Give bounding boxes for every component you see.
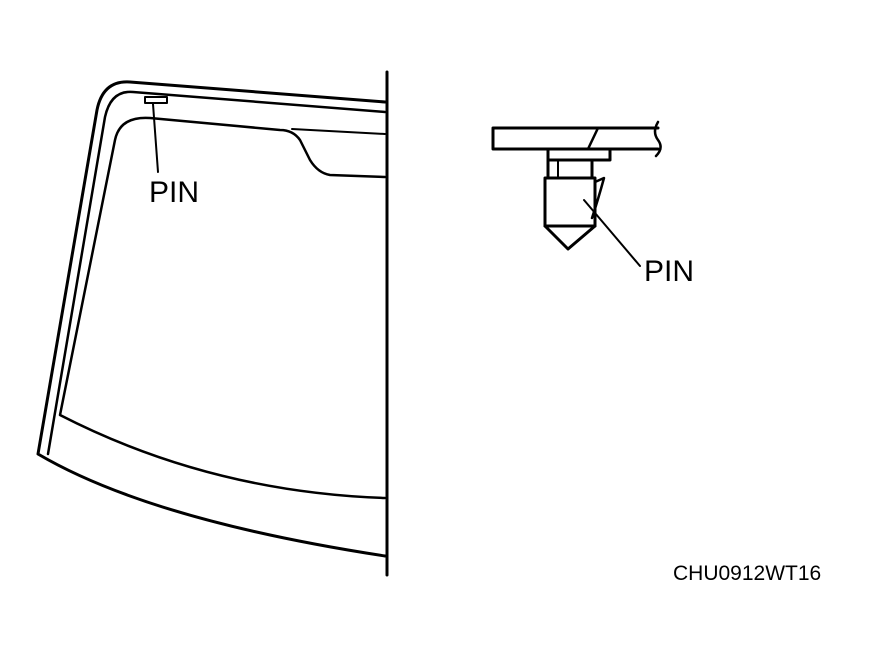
figure-code: CHU0912WT16 bbox=[673, 562, 821, 585]
windshield-band-line bbox=[291, 128, 386, 135]
clip-panel-hatch bbox=[586, 126, 600, 151]
clip-panel-break bbox=[653, 120, 662, 158]
clip-head bbox=[546, 158, 594, 180]
clip-detail: PIN bbox=[491, 120, 694, 288]
clip-collar bbox=[546, 147, 612, 162]
windshield-outer-edge bbox=[36, 80, 387, 558]
clip-body bbox=[543, 176, 597, 228]
clip-panel bbox=[491, 126, 660, 151]
pin-label-left: PIN bbox=[149, 176, 199, 209]
clip-tip bbox=[543, 224, 597, 251]
clip-leader-line bbox=[583, 199, 641, 267]
windshield-molding-line bbox=[46, 90, 387, 456]
windshield-view: PIN bbox=[36, 70, 389, 577]
windshield-inner-boundary bbox=[58, 116, 387, 500]
pin-leader-line bbox=[152, 103, 159, 173]
clip-barb bbox=[590, 176, 606, 220]
pin-label-right: PIN bbox=[644, 255, 694, 288]
pin-marker bbox=[144, 96, 168, 104]
